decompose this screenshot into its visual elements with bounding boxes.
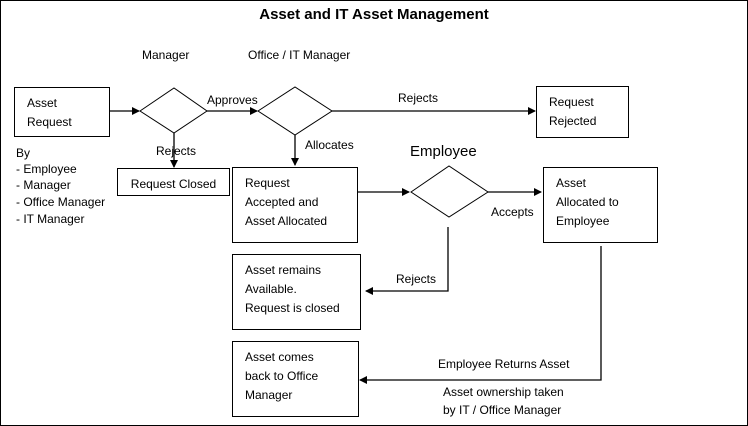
asset-remains-available-box: Asset remains Available. Request is clos… [232,254,361,330]
requesters-heading: By [16,146,31,160]
employee-decision-diamond [410,165,489,218]
asset-comes-back-box: Asset comes back to Office Manager [232,341,359,417]
asset-allocated-box: Asset Allocated to Employee [543,167,658,243]
requester-item: - IT Manager [16,212,85,226]
request-accepted-box: Request Accepted and Asset Allocated [232,167,358,243]
approves-label: Approves [207,93,258,107]
ownership-label-line1: Asset ownership taken [443,385,564,399]
manager-rejects-label: Rejects [156,144,197,158]
manager-decision-diamond [139,87,208,134]
asset-request-box: Asset Request [14,87,110,137]
request-rejected-box: Request Rejected [536,86,629,138]
manager-role-label: Manager [142,48,190,62]
request-closed-box: Request Closed [117,168,230,196]
employee-returns-label: Employee Returns Asset [438,357,570,371]
accepts-label: Accepts [491,205,534,219]
employee-role-label: Employee [410,143,477,160]
ownership-label-line2: by IT / Office Manager [443,403,562,417]
office-it-manager-role-label: Office / IT Manager [248,48,351,62]
allocates-label: Allocates [305,138,354,152]
requester-item: - Employee [16,162,77,176]
requester-item: - Office Manager [16,195,106,209]
requester-item: - Manager [16,178,71,192]
office-rejects-label: Rejects [398,91,439,105]
arrow-returns [359,246,602,384]
diagram-title: Asset and IT Asset Management [259,6,489,23]
employee-rejects-label: Rejects [396,272,437,286]
arrow-employee-rejects [365,227,449,295]
office-decision-diamond [257,86,333,136]
